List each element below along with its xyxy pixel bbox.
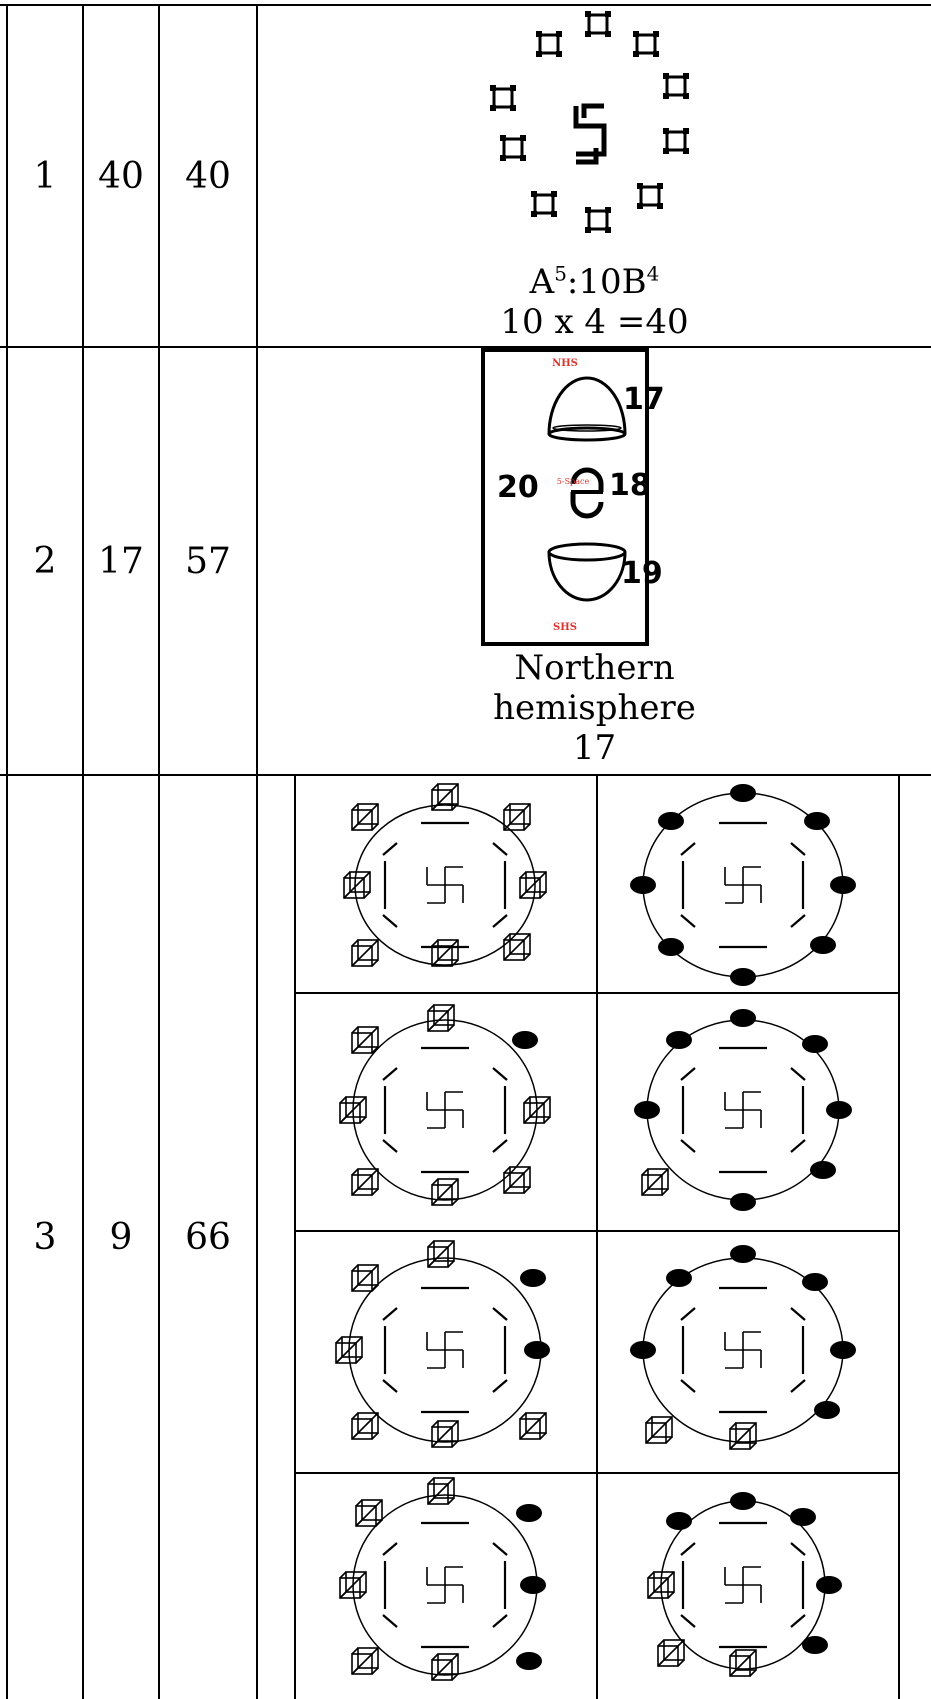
col-divider-3 <box>256 4 258 1699</box>
col-divider-2 <box>158 4 160 1699</box>
row2-caption-line2: hemisphere <box>493 688 696 728</box>
number-right: 18 <box>609 468 651 503</box>
row2-col2: 17 <box>98 540 144 582</box>
inner-left-border <box>294 776 296 1699</box>
inner-mid-divider <box>596 776 598 1699</box>
ring-dots-one-cube <box>634 1009 852 1211</box>
row1-caption-line2: 10 x 4 =40 <box>500 302 689 342</box>
ring-cubes-three-dots <box>339 1477 546 1681</box>
shs-label: SHS <box>553 622 577 633</box>
number-top: 17 <box>623 382 665 417</box>
row-divider-1 <box>0 346 931 348</box>
inner-right-border <box>898 776 900 1699</box>
row2-caption-line1: Northern <box>514 648 675 688</box>
s-space-symbol-icon <box>570 467 604 519</box>
inner-row-divider-2 <box>294 1230 900 1232</box>
row2-col3: 57 <box>185 540 231 582</box>
southern-hemisphere-icon <box>547 542 627 602</box>
row2-col1: 2 <box>33 540 57 582</box>
hemisphere-diagram-box: NHS 5-Space 17 20 18 19 SHS <box>481 348 665 646</box>
row1-col2: 40 <box>98 155 144 197</box>
ring-all-dots <box>630 784 856 986</box>
northern-hemisphere-icon <box>547 376 627 442</box>
row3-col1: 3 <box>33 1217 57 1258</box>
row1-col3: 40 <box>185 155 231 197</box>
ring-of-squares-diagram <box>488 9 691 235</box>
number-left: 20 <box>497 470 539 505</box>
ring-cubes-one-dot <box>339 1004 551 1206</box>
s-space-label: 5-Space <box>556 477 590 486</box>
table-top-border <box>0 4 931 6</box>
ring-all-cubes <box>343 783 547 967</box>
ring-dots-two-cubes <box>630 1245 856 1450</box>
table-left-border <box>6 4 8 1699</box>
ring-cubes-two-dots <box>335 1240 550 1448</box>
row1-col1: 1 <box>33 155 57 197</box>
col-divider-1 <box>82 4 84 1699</box>
number-bottom: 19 <box>621 556 663 591</box>
row1-caption-line1: A5:10B4 <box>529 261 660 302</box>
row3-col3: 66 <box>185 1217 231 1258</box>
center-s-symbol-icon <box>573 103 607 165</box>
inner-row-divider-1 <box>294 992 900 994</box>
row2-figure: NHS 5-Space 17 20 18 19 SHS Northern hem… <box>258 348 931 774</box>
ring-dots-three-cubes <box>647 1492 842 1677</box>
row3-col2: 9 <box>109 1217 133 1258</box>
row-divider-2 <box>0 774 931 776</box>
inner-row-divider-3 <box>294 1472 900 1474</box>
row1-figure: A5:10B4 10 x 4 =40 <box>258 6 931 346</box>
nhs-label: NHS <box>552 358 578 369</box>
row2-caption-line3: 17 <box>572 728 617 768</box>
